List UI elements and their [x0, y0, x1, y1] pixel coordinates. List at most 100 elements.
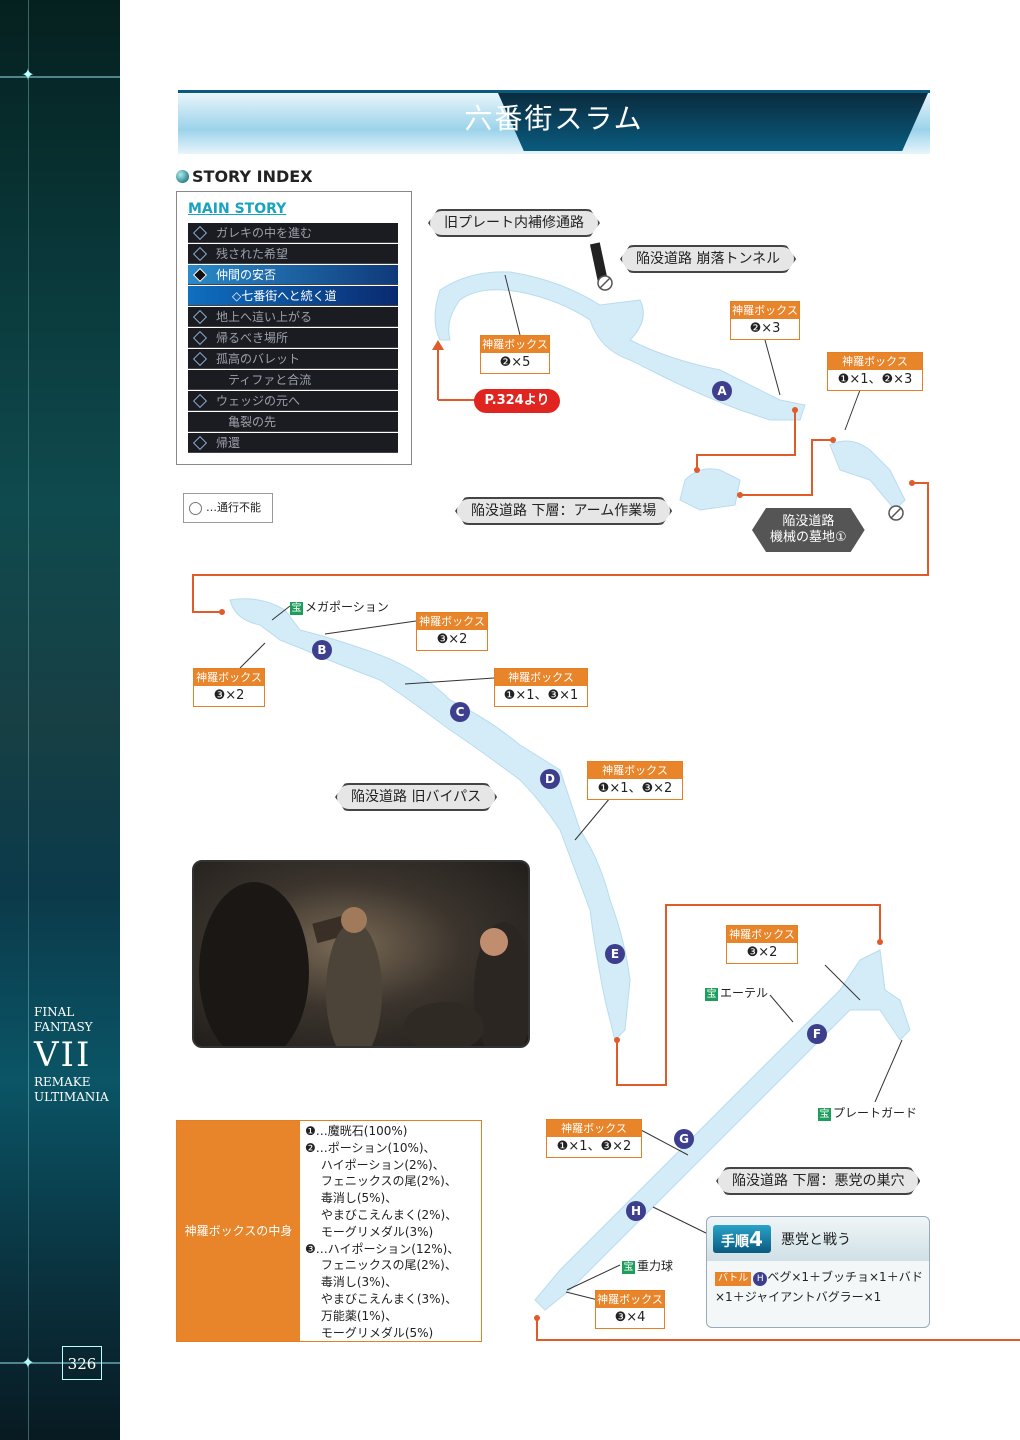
treasure-icon: 宝	[818, 1108, 831, 1121]
main-story-link[interactable]: MAIN STORY	[188, 201, 287, 217]
callout-line	[239, 642, 266, 669]
map-marker: B	[312, 640, 332, 660]
story-item[interactable]: 帰るべき場所	[188, 328, 398, 348]
sidebar-glow	[0, 1362, 120, 1364]
callout-line	[640, 1129, 689, 1156]
route-line	[740, 439, 833, 496]
legend-no-entry: …通行不能	[183, 493, 273, 523]
map-marker: H	[753, 1272, 768, 1286]
route-line	[536, 1318, 1020, 1341]
story-item[interactable]: 帰還	[188, 433, 398, 453]
sidebar-glow	[0, 76, 120, 78]
no-entry-icon	[189, 502, 202, 515]
area-label: 陥没道路 崩落トンネル	[620, 245, 796, 273]
box-contents-table: 神羅ボックスの中身 ❶…魔晄石(100%)❷…ポーション(10%)、 ハイポーシ…	[176, 1120, 482, 1342]
map-marker: A	[712, 381, 732, 401]
area-label: 陥没道路 旧バイパス	[335, 783, 497, 811]
callout-line	[565, 1291, 599, 1301]
title-banner	[178, 90, 930, 154]
treasure-label: 宝メガポーション	[290, 600, 389, 615]
story-item[interactable]: ガレキの中を進む	[188, 223, 398, 243]
sidebar-art: ✦ ✦ FINAL FANTASY VII REMAKE ULTIMANIA	[0, 0, 120, 1440]
callout-line	[504, 274, 521, 336]
scene-figures	[199, 882, 528, 1046]
map-region	[229, 598, 631, 1041]
scene-screenshot	[192, 860, 530, 1048]
story-subitem[interactable]: ティファと合流	[188, 370, 398, 390]
page-number: 326	[62, 1346, 102, 1380]
area-label: 旧プレート内補修通路	[428, 209, 600, 237]
story-subitem-current[interactable]: ◇七番街へと続く道	[188, 286, 398, 306]
map-region	[434, 271, 806, 421]
step-title: 悪党と戦う	[781, 1232, 851, 1248]
treasure-icon: 宝	[622, 1261, 635, 1274]
map-marker: G	[674, 1129, 694, 1149]
page-title: 六番街スラム	[464, 102, 644, 135]
callout-line	[574, 797, 611, 841]
story-subitem[interactable]: 亀裂の先	[188, 412, 398, 432]
callout-line	[271, 605, 291, 621]
story-item[interactable]: 孤高のバレット	[188, 349, 398, 369]
map-region	[679, 468, 741, 511]
disc-icon	[176, 170, 189, 183]
route-line	[192, 482, 929, 613]
map-marker: F	[807, 1024, 827, 1044]
story-index-box: MAIN STORY ガレキの中を進む 残された希望 仲間の安否 ◇七番街へと続…	[176, 191, 412, 465]
callout-line	[874, 1039, 903, 1103]
map-marker: D	[540, 769, 560, 789]
battle-tag: バトル	[715, 1272, 752, 1286]
route-line	[696, 410, 796, 470]
story-item[interactable]: 残された希望	[188, 244, 398, 264]
brand-line3: REMAKE	[34, 1075, 91, 1089]
callout-line	[404, 677, 495, 685]
brand-line4: ULTIMANIA	[34, 1090, 109, 1104]
treasure-label: 宝プレートガード	[818, 1106, 918, 1121]
area-label: 陥没道路 下層：アーム作業場	[455, 497, 672, 525]
area-label-dark: 陥没道路機械の墓地①	[752, 508, 865, 552]
callout-line	[566, 1264, 621, 1291]
brand-line1: FINAL FANTASY	[34, 1005, 93, 1034]
no-entry-icon	[589, 242, 904, 521]
callout-line	[324, 620, 417, 635]
callout-line	[764, 339, 781, 396]
story-index-heading: STORY INDEX	[176, 167, 313, 186]
story-item[interactable]: ウェッジの元へ	[188, 391, 398, 411]
page-reference[interactable]: P.324より	[474, 389, 560, 413]
map-marker: E	[605, 944, 625, 964]
treasure-icon: 宝	[705, 988, 718, 1001]
treasure-icon: 宝	[290, 602, 303, 615]
story-item[interactable]: 地上へ這い上がる	[188, 307, 398, 327]
arrow-icon	[432, 340, 444, 350]
sidebar-line	[28, 0, 29, 1440]
brand-logo: FINAL FANTASY VII REMAKE ULTIMANIA	[34, 1005, 120, 1105]
story-item-current[interactable]: 仲間の安否	[188, 265, 398, 285]
callout-line	[824, 964, 861, 1001]
map-marker: H	[626, 1201, 646, 1221]
callout-line	[844, 389, 861, 431]
title-banner-inner	[498, 93, 928, 151]
route-line	[616, 904, 881, 1086]
step-header: 手順4 悪党と戦う	[707, 1217, 929, 1261]
sparkle-icon: ✦	[21, 65, 35, 84]
treasure-label: 宝重力球	[622, 1259, 674, 1274]
box-contents-header: 神羅ボックスの中身	[177, 1121, 300, 1341]
brand-line2: VII	[34, 1035, 92, 1075]
map-region	[829, 440, 906, 511]
treasure-label: 宝エーテル	[705, 986, 769, 1001]
box-contents-list: ❶…魔晄石(100%)❷…ポーション(10%)、 ハイポーション(2%)、 フェ…	[305, 1124, 460, 1340]
area-label: 陥没道路 下層：悪党の巣穴	[716, 1167, 920, 1195]
callout-line	[652, 1206, 711, 1236]
callout-line	[769, 994, 794, 1023]
